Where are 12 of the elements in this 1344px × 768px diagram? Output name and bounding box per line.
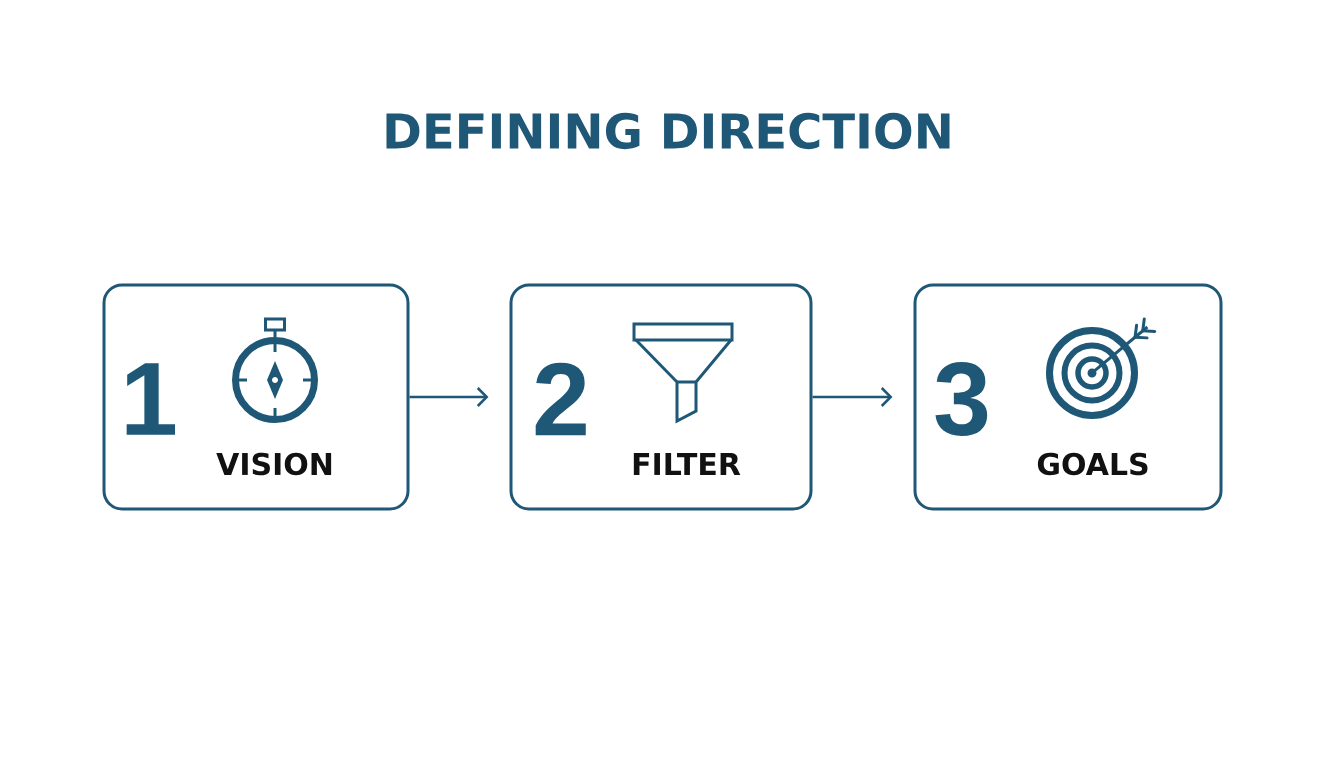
step-label: GOALS [1037, 452, 1148, 476]
step-box [509, 283, 813, 511]
arrow [812, 387, 893, 407]
step-number: 3 [935, 362, 988, 436]
step-box [913, 283, 1223, 511]
step-number: 1 [126, 363, 176, 435]
step-label: FILTER [633, 453, 741, 475]
title: DEFINING DIRECTION [386, 112, 950, 150]
arrow [409, 387, 489, 407]
step-label: VISION [216, 452, 332, 476]
step-box [102, 283, 410, 511]
step-number: 2 [535, 362, 586, 436]
